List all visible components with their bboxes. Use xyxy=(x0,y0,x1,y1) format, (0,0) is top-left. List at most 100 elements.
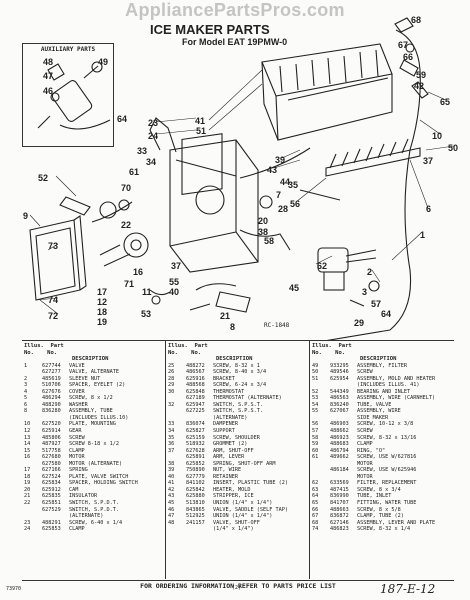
illus-number: 38 xyxy=(168,460,175,467)
illus-number: 35 xyxy=(168,434,175,441)
part-number: 513810 xyxy=(186,499,205,506)
part-number: 633569 xyxy=(330,480,349,487)
callout-number: 7 xyxy=(276,190,282,200)
watermark: AppliancePartsPros.com xyxy=(125,0,345,20)
column-header: No. No. xyxy=(168,349,202,356)
part-description: NUT, WIRE xyxy=(213,467,242,474)
callout-number: 35 xyxy=(288,180,299,190)
callout-number: 41 xyxy=(195,116,206,126)
part-description: ASSEMBLY, LEVER AND PLATE xyxy=(357,519,436,526)
illus-number: 18 xyxy=(24,473,31,480)
illus-number: 49 xyxy=(312,362,319,369)
illus-number: 14 xyxy=(24,441,31,448)
part-number: 627277 xyxy=(42,369,61,376)
part-number: 488663 xyxy=(330,506,349,513)
callout-number: 66 xyxy=(403,52,414,62)
callout-number: 43 xyxy=(267,165,278,175)
illus-number: 34 xyxy=(168,427,175,434)
callout-number: 49 xyxy=(98,57,109,67)
part-description: SCREW xyxy=(69,434,85,441)
part-description: WASHER xyxy=(69,401,88,408)
illus-number: 22 xyxy=(24,499,31,506)
table-row: MOTOR xyxy=(312,474,453,481)
part-number: 836872 xyxy=(330,513,349,520)
part-description: THERMOSTAT (ALTERNATE) xyxy=(213,395,282,402)
part-description: GROMMET (2) xyxy=(213,441,248,448)
part-description: ASSEMBLY, WIRE xyxy=(357,408,401,415)
part-description: INSERT, PLASTIC TUBE (2) xyxy=(213,480,288,487)
illus-number: 15 xyxy=(24,447,31,454)
part-description: (ALTERNATE) xyxy=(69,513,104,520)
part-number: 517758 xyxy=(42,447,61,454)
part-description: SLEEVE NUT xyxy=(69,375,101,382)
part-number: 627524 xyxy=(42,473,61,480)
callout-number: 17 xyxy=(97,287,108,297)
callout-number: 18 xyxy=(97,307,108,317)
column-header: No. No. xyxy=(24,349,58,356)
inlet-tube-drawing xyxy=(326,17,429,340)
part-number: 625947 xyxy=(186,401,205,408)
callout-number: 29 xyxy=(354,318,365,328)
stripper-drawing xyxy=(325,138,421,177)
callout-number: 44 xyxy=(280,177,291,187)
filter-assembly-drawing xyxy=(37,61,111,130)
part-number: 486563 xyxy=(330,395,349,402)
callout-number: 55 xyxy=(169,277,180,287)
part-description: SWITCH, S.P.D.T. xyxy=(69,499,119,506)
part-number: 486184 xyxy=(330,467,349,474)
part-description: SCREW xyxy=(357,427,373,434)
part-description: (INCLUDES ILLUS.10) xyxy=(69,414,129,421)
control-housing-drawing xyxy=(169,133,259,273)
illus-number: 28 xyxy=(168,375,175,382)
column-header-description: DESCRIPTION xyxy=(360,356,397,362)
callout-number: 1 xyxy=(420,230,426,240)
illus-number: 29 xyxy=(168,382,175,389)
part-description: SCREW, SHOULDER xyxy=(213,434,260,441)
callout-number: 3 xyxy=(362,287,368,297)
illus-number: 36 xyxy=(168,441,175,448)
callout-number: 21 xyxy=(220,311,231,321)
part-description: (ALTERNATE) xyxy=(213,414,248,421)
part-description: SPRING, SHUT-OFF ARM xyxy=(213,460,276,467)
illus-number: 20 xyxy=(24,486,31,493)
part-description: CLAMP xyxy=(357,441,373,448)
callout-number: 62 xyxy=(317,261,328,271)
illus-number: 26 xyxy=(168,369,175,376)
part-number: 486794 xyxy=(330,447,349,454)
part-description: MOTOR xyxy=(69,454,85,461)
callout-number: 68 xyxy=(411,15,422,25)
part-description: VALVE, SADDLE (SELF TAP) xyxy=(213,506,288,513)
part-number: 627529 xyxy=(42,506,61,513)
part-description: CLAMP, TUBE (2) xyxy=(357,513,404,520)
part-description: UNION (1/4" x 1/4") xyxy=(213,499,273,506)
valve-drawing xyxy=(317,247,380,307)
ice-mold-drawing xyxy=(261,43,393,141)
part-description: SCREW xyxy=(357,369,373,376)
shut-off-arm-drawing xyxy=(149,117,341,201)
illus-number: 42 xyxy=(168,486,175,493)
part-number: 627744 xyxy=(42,362,61,369)
part-number: 512925 xyxy=(186,513,205,520)
